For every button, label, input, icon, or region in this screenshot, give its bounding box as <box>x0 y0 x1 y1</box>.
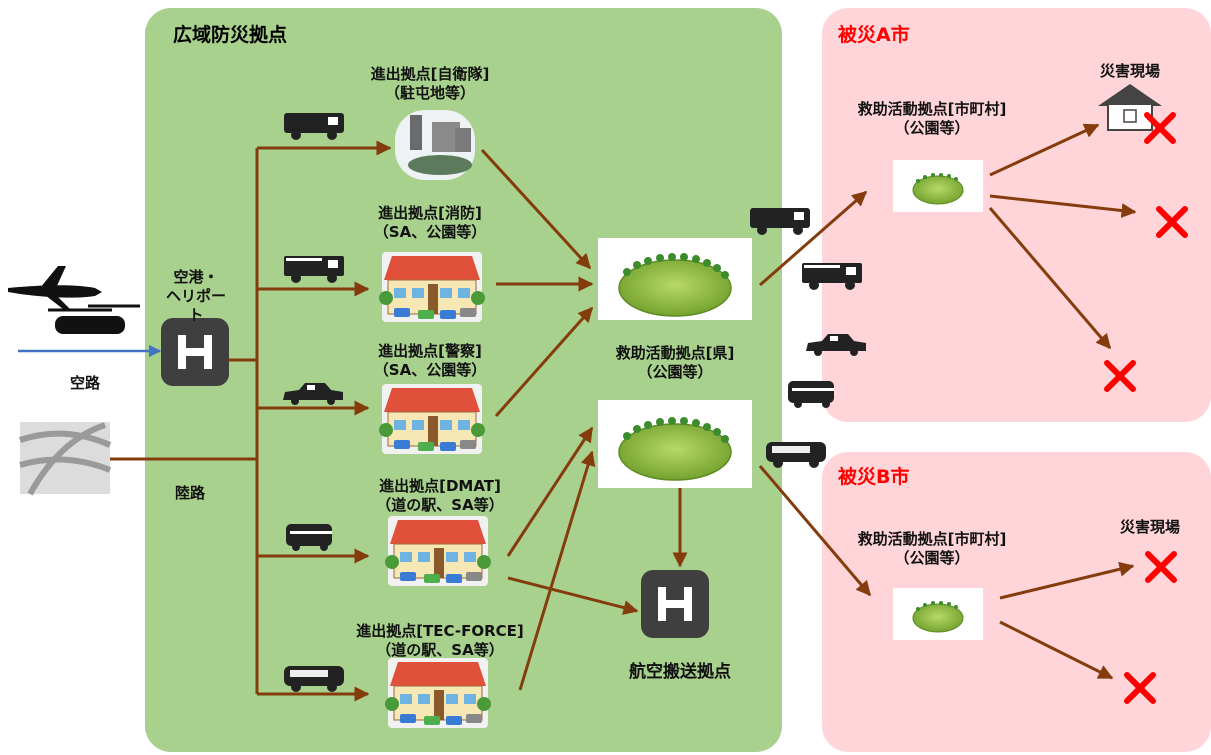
distribution-lines <box>228 148 259 694</box>
airplane-icon <box>8 266 102 309</box>
helicopter-icon <box>48 304 140 334</box>
jsdf-garrison-icon <box>395 110 475 180</box>
collapsed-house-icon <box>1098 84 1162 131</box>
fire-truck-icon-2 <box>802 263 862 290</box>
van-icon-2 <box>766 442 826 468</box>
dmat-staging-building-icon <box>384 515 492 587</box>
branch-arrows <box>257 140 392 702</box>
tec-force-van-icon <box>284 666 344 692</box>
city-a-title: 被災A市 <box>838 24 910 46</box>
jsdf-truck-icon <box>284 113 344 140</box>
air-route-label: 空路 <box>69 374 100 392</box>
damage-cross-icon <box>1107 363 1133 389</box>
city-b-site-label: 災害現場 <box>1119 518 1180 536</box>
air-transport-base-label: 航空搬送拠点 <box>629 662 731 682</box>
fire-truck-icon <box>284 256 344 283</box>
tec-force-staging-building-icon <box>384 657 492 729</box>
ambulance-icon <box>286 524 332 551</box>
city-b-rescue-base-label: 救助活動拠点[市町村] （公園等） <box>857 530 1007 567</box>
staging-jsdf-label: 進出拠点[自衛隊] （駐屯地等） <box>370 65 490 102</box>
city-a-panel <box>822 8 1211 422</box>
fire-staging-building-icon <box>378 251 486 323</box>
ambulance-icon-2 <box>788 381 834 408</box>
airport-heliport-label: 空港・ ヘリポート <box>165 268 226 324</box>
air-transport-h-icon <box>641 570 709 638</box>
police-car-icon-2 <box>806 334 866 356</box>
airport-heliport-h-icon <box>161 318 229 386</box>
land-route-label: 陸路 <box>174 484 205 502</box>
damage-cross-icon <box>1127 675 1153 701</box>
damage-cross-icon <box>1159 209 1185 235</box>
staging-tec-force-label: 進出拠点[TEC-FORCE] （道の駅、SA等） <box>356 622 524 659</box>
jsdf-truck-icon-2 <box>750 208 810 235</box>
to-city-arrows <box>758 123 1137 680</box>
prefecture-base-label: 救助活動拠点[県] （公園等） <box>615 344 735 381</box>
regional-base-title: 広域防災拠点 <box>173 24 288 46</box>
police-staging-building-icon <box>378 383 486 455</box>
city-b-panel <box>822 452 1211 752</box>
staging-fire-label: 進出拠点[消防] （SA、公園等） <box>373 204 487 241</box>
to-prefecture-arrows <box>480 148 688 691</box>
damage-cross-icon <box>1148 554 1174 580</box>
police-car-icon <box>283 383 343 405</box>
staging-police-label: 進出拠点[警察] （SA、公園等） <box>373 342 487 379</box>
staging-dmat-label: 進出拠点[DMAT] （道の駅、SA等） <box>376 477 504 514</box>
city-a-rescue-base-label: 救助活動拠点[市町村] （公園等） <box>857 100 1007 137</box>
highway-interchange-icon <box>19 422 112 496</box>
city-b-title: 被災B市 <box>838 466 910 488</box>
city-a-site-label: 災害現場 <box>1099 62 1160 80</box>
